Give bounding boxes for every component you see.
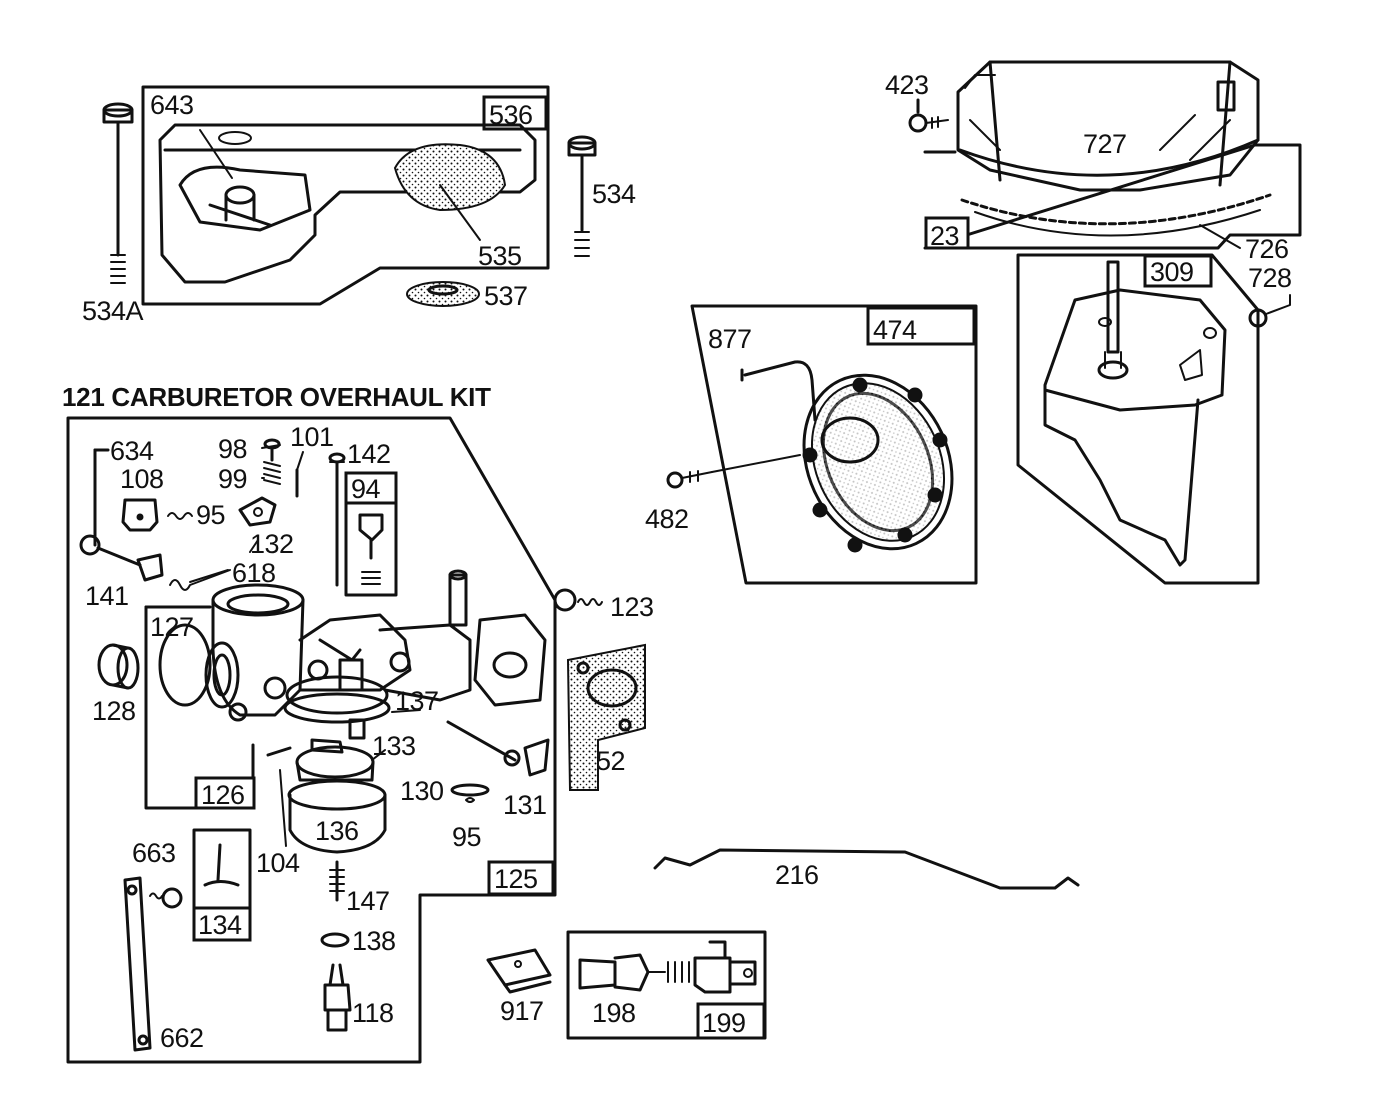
bracket-917: 917	[486, 948, 552, 1026]
flywheel-frame	[923, 143, 1302, 250]
label-126: 126	[201, 780, 245, 810]
fuel-fitting-group: 198 199	[566, 930, 767, 1040]
label-box-474	[866, 306, 976, 346]
screen-part-535	[393, 143, 507, 212]
label-137: 137	[395, 686, 439, 716]
label-198: 198	[592, 998, 636, 1028]
label-536: 536	[489, 100, 533, 130]
label-box-23	[924, 216, 970, 250]
label-726: 726	[1245, 234, 1289, 264]
label-662: 662	[160, 1023, 204, 1053]
label-534: 534	[592, 179, 636, 209]
gasket-52	[566, 643, 646, 791]
label-125: 125	[494, 864, 538, 894]
label-box-199	[696, 1002, 766, 1040]
small-parts-drawing	[79, 438, 646, 1052]
armature-group: 877 474 482	[645, 304, 978, 585]
label-130: 130	[400, 776, 444, 806]
screw-482	[666, 454, 801, 489]
label-108: 108	[120, 464, 164, 494]
label-52: 52	[596, 746, 625, 776]
fuel-tank-frame	[141, 85, 550, 306]
bolt-534a	[102, 102, 134, 284]
label-131: 131	[503, 790, 547, 820]
ring-gear-726	[960, 193, 1272, 226]
label-482: 482	[645, 504, 689, 534]
label-474: 474	[873, 315, 917, 345]
carburetor-kit-title: 121 CARBURETOR OVERHAUL KIT	[62, 382, 491, 412]
label-147: 147	[346, 886, 390, 916]
fitting-frame	[566, 930, 767, 1040]
crankcase-group: 309	[1016, 253, 1291, 585]
label-537: 537	[484, 281, 528, 311]
label-118: 118	[352, 998, 394, 1028]
label-136: 136	[315, 816, 359, 846]
screw-423	[908, 98, 949, 133]
label-309: 309	[1150, 257, 1194, 287]
flywheel-group: 423 727 23 726 728	[885, 60, 1302, 293]
label-216: 216	[775, 860, 819, 890]
alternator-ring-drawing	[740, 360, 954, 553]
label-99: 99	[218, 464, 247, 494]
crankcase-frame	[1016, 253, 1260, 585]
label-142: 142	[347, 439, 391, 469]
label-727: 727	[1083, 129, 1127, 159]
label-138: 138	[352, 926, 396, 956]
leader-lines	[189, 444, 421, 847]
label-534a: 534A	[82, 296, 144, 326]
label-199: 199	[702, 1008, 746, 1038]
bolt-534	[567, 135, 597, 257]
label-634: 634	[110, 436, 154, 466]
label-728: 728	[1248, 263, 1292, 293]
label-box-309	[1143, 254, 1213, 288]
label-95a: 95	[196, 500, 225, 530]
label-132: 132	[250, 529, 294, 559]
label-127: 127	[150, 612, 194, 642]
label-618: 618	[232, 558, 276, 588]
carburetor-body-drawing	[204, 569, 547, 740]
fuel-tank-group: 643 536 534 535 537 534A	[82, 85, 637, 326]
blower-housing-727	[956, 60, 1260, 192]
label-877: 877	[708, 324, 752, 354]
label-98: 98	[218, 434, 247, 464]
label-123: 123	[610, 592, 654, 622]
label-104: 104	[256, 848, 300, 878]
label-141: 141	[85, 581, 129, 611]
label-133: 133	[372, 731, 416, 761]
label-box-126	[194, 776, 256, 810]
label-134: 134	[198, 910, 242, 940]
label-535: 535	[478, 241, 522, 271]
label-94: 94	[351, 474, 381, 504]
label-95b: 95	[452, 822, 481, 852]
label-101: 101	[290, 422, 334, 452]
label-box-125	[487, 860, 555, 896]
crankcase-drawing	[1043, 260, 1291, 567]
armature-frame	[690, 304, 978, 585]
fuel-tank-drawing	[158, 123, 537, 284]
gasket-537	[406, 281, 480, 307]
label-643: 643	[150, 90, 194, 120]
label-423: 423	[885, 70, 929, 100]
label-663: 663	[132, 838, 176, 868]
label-23: 23	[930, 221, 959, 251]
carburetor-group: 634 108 95 141 98 99 101 132 618 142 94 …	[66, 416, 654, 1064]
label-128: 128	[92, 696, 136, 726]
label-917: 917	[500, 996, 544, 1026]
governor-link-216: 216	[653, 848, 1080, 890]
